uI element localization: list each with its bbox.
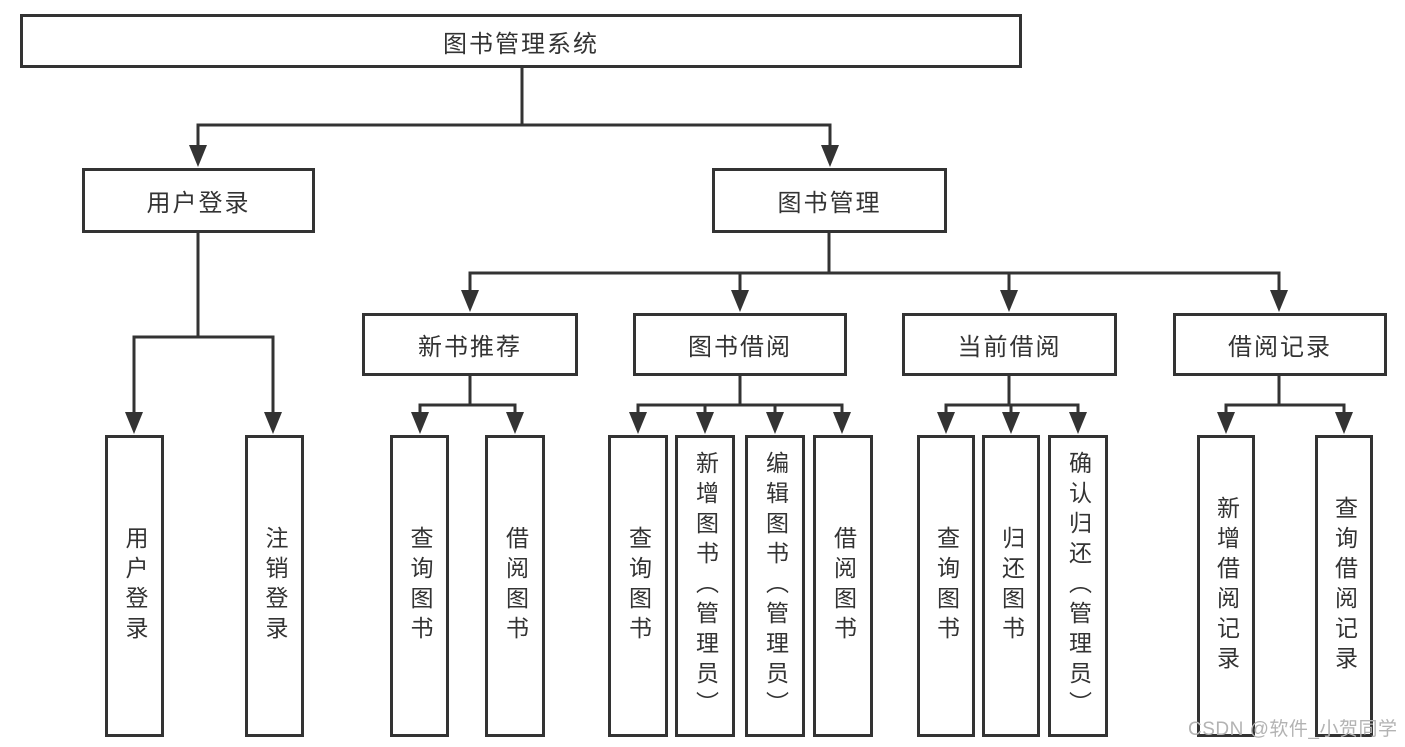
node-current-borrowing: 当前借阅 xyxy=(902,313,1117,376)
node-book-management-label: 图书管理 xyxy=(777,190,882,217)
node-add-books-admin-label: 新增图书（管理员） xyxy=(692,451,719,721)
arrow-to-search-books-current xyxy=(937,405,955,434)
arrow-to-logout-leaf xyxy=(264,337,282,434)
node-add-books-admin: 新增图书（管理员） xyxy=(675,435,735,737)
arrow-to-borrowing-records xyxy=(1270,273,1288,312)
node-user-login-action: 用户登录 xyxy=(105,435,164,737)
node-user-login-action-label: 用户登录 xyxy=(122,526,148,646)
node-return-books: 归还图书 xyxy=(982,435,1040,737)
node-borrow-books-action-label: 借阅图书 xyxy=(830,526,857,646)
node-search-books-borrow-label: 查询图书 xyxy=(625,526,652,646)
connector-new-book-children xyxy=(418,374,517,407)
node-search-books-current-label: 查询图书 xyxy=(933,526,960,646)
node-current-borrowing-label: 当前借阅 xyxy=(957,334,1062,361)
connector-user-login-children xyxy=(132,231,275,339)
node-new-book-recommendation-label: 新书推荐 xyxy=(418,334,522,361)
arrow-to-user-login-leaf xyxy=(125,337,143,434)
node-library-management-system: 图书管理系统 xyxy=(20,14,1022,68)
node-edit-books-admin: 编辑图书（管理员） xyxy=(745,435,805,737)
node-add-borrow-record-label: 新增借阅记录 xyxy=(1213,496,1240,676)
arrow-to-borrow-books-leaf xyxy=(833,405,851,434)
arrow-to-new-book-recommendation xyxy=(461,273,479,312)
arrow-to-confirm-return-admin xyxy=(1069,405,1087,434)
arrow-to-add-borrow-record xyxy=(1217,405,1235,434)
node-confirm-return-admin-label: 确认归还（管理员） xyxy=(1065,451,1092,721)
node-book-borrowing-label: 图书借阅 xyxy=(688,334,792,361)
node-edit-books-admin-label: 编辑图书（管理员） xyxy=(762,451,789,721)
node-logout-action-label: 注销登录 xyxy=(262,526,288,646)
connector-root-to-level2 xyxy=(196,66,832,127)
arrow-to-current-borrowing xyxy=(1000,273,1018,312)
node-borrowing-records-label: 借阅记录 xyxy=(1228,334,1332,361)
arrow-to-user-login xyxy=(189,125,207,167)
node-borrow-books-recommend-label: 借阅图书 xyxy=(502,526,529,646)
node-borrow-books-action: 借阅图书 xyxy=(813,435,873,737)
node-logout-action: 注销登录 xyxy=(245,435,304,737)
arrow-to-search-borrow-record xyxy=(1335,405,1353,434)
node-borrowing-records: 借阅记录 xyxy=(1173,313,1387,376)
node-return-books-label: 归还图书 xyxy=(998,526,1025,646)
arrow-to-book-borrowing xyxy=(731,273,749,312)
node-search-borrow-record-label: 查询借阅记录 xyxy=(1331,496,1358,676)
node-search-borrow-record: 查询借阅记录 xyxy=(1315,435,1373,737)
node-new-book-recommendation: 新书推荐 xyxy=(362,313,578,376)
arrow-to-book-management xyxy=(821,125,839,167)
connector-book-borrow-children xyxy=(636,374,844,407)
connector-borrow-record-children xyxy=(1224,374,1346,407)
node-library-management-system-label: 图书管理系统 xyxy=(443,30,599,58)
node-borrow-books-recommend: 借阅图书 xyxy=(485,435,545,737)
arrow-to-add-books-admin xyxy=(696,405,714,434)
arrow-to-borrow-books-recommend xyxy=(506,405,524,434)
arrow-to-search-books-borrow xyxy=(629,405,647,434)
arrow-to-return-books xyxy=(1002,405,1020,434)
node-book-borrowing: 图书借阅 xyxy=(633,313,847,376)
node-confirm-return-admin: 确认归还（管理员） xyxy=(1048,435,1108,737)
node-user-login: 用户登录 xyxy=(82,168,315,233)
connector-current-borrow-children xyxy=(944,374,1080,407)
node-search-books-recommend: 查询图书 xyxy=(390,435,449,737)
node-book-management: 图书管理 xyxy=(712,168,947,233)
node-add-borrow-record: 新增借阅记录 xyxy=(1197,435,1255,737)
node-search-books-recommend-label: 查询图书 xyxy=(407,526,433,646)
node-user-login-label: 用户登录 xyxy=(146,190,251,217)
node-search-books-borrow: 查询图书 xyxy=(608,435,668,737)
csdn-watermark: CSDN @软件_小贺同学 xyxy=(1188,719,1398,740)
arrow-to-search-books-recommend xyxy=(411,405,429,434)
node-search-books-current: 查询图书 xyxy=(917,435,975,737)
connector-book-management-children xyxy=(468,231,1281,275)
arrow-to-edit-books-admin xyxy=(766,405,784,434)
